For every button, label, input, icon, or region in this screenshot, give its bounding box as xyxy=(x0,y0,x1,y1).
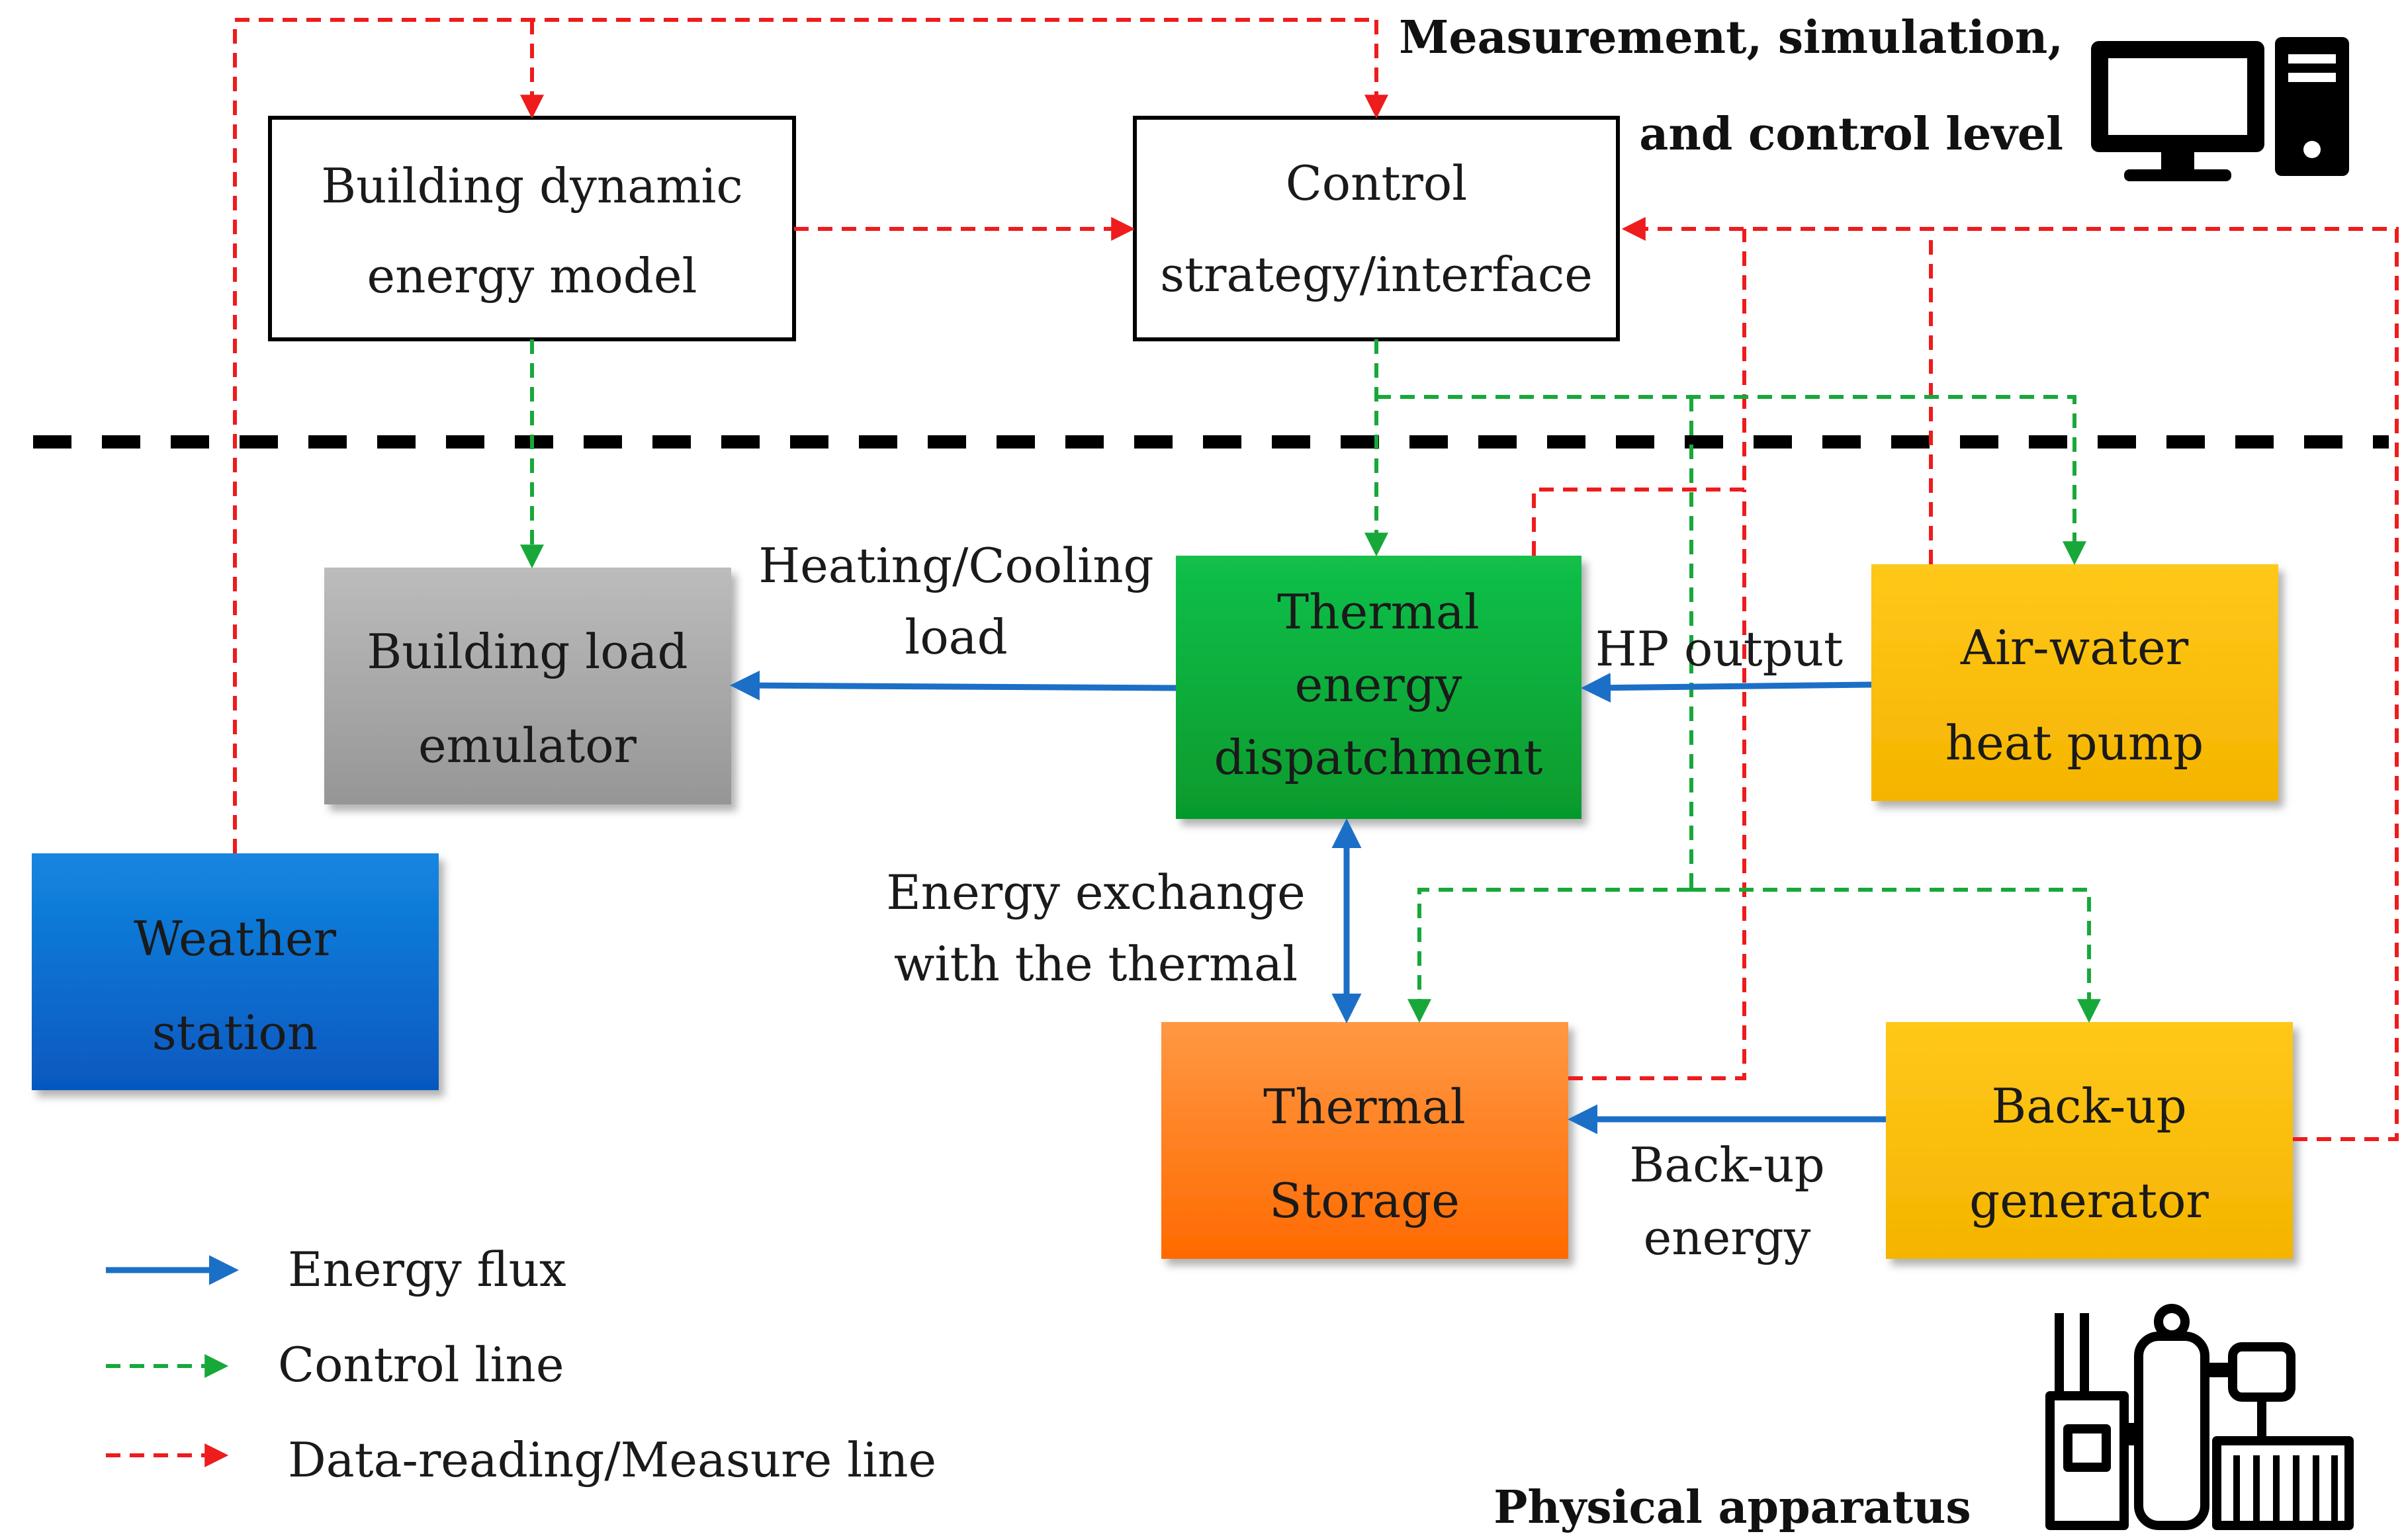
dispatch-box: Thermal energy dispatchment xyxy=(1176,556,1582,819)
building-model-line1: Building dynamic xyxy=(321,158,743,214)
energy-lines xyxy=(730,670,1886,1134)
backup-line2: generator xyxy=(1969,1173,2209,1228)
dispatch-line3: dispatchment xyxy=(1214,730,1543,785)
energy-exchange-label-2: with the thermal xyxy=(894,936,1298,992)
control-to-backup xyxy=(1691,888,2101,1023)
level-heading-line1: Measurement, simulation, xyxy=(1399,11,2063,64)
backup-data-line xyxy=(1621,217,2399,1141)
control-line2: strategy/interface xyxy=(1160,247,1593,302)
heat-pump-line1: Air-water xyxy=(1960,620,2189,675)
storage-data-line xyxy=(1568,490,1746,1080)
backup-energy-label-1: Back-up xyxy=(1629,1137,1824,1193)
control-line1: Control xyxy=(1286,155,1468,211)
heating-cooling-label-1: Heating/Cooling xyxy=(758,538,1153,593)
load-emulator-line2: emulator xyxy=(418,718,637,773)
control-box: Control strategy/interface xyxy=(1133,116,1620,341)
legend-energy-label: Energy flux xyxy=(288,1242,566,1297)
physical-apparatus-heading: Physical apparatus xyxy=(1493,1481,1971,1534)
heat-pump-box: Air-water heat pump xyxy=(1871,564,2278,801)
backup-box: Back-up generator xyxy=(1886,1022,2293,1259)
load-emulator-box: Building load emulator xyxy=(324,568,731,804)
control-bus xyxy=(1376,395,2086,566)
backup-line1: Back-up xyxy=(1991,1078,2186,1134)
hp-output-label: HP output xyxy=(1595,621,1843,677)
computer-icon xyxy=(2091,37,2349,181)
control-to-storage xyxy=(1407,888,1691,1023)
level-heading-line2: and control level xyxy=(1639,108,2063,161)
building-model-box: Building dynamic energy model xyxy=(268,116,796,341)
physical-apparatus-icon xyxy=(2045,1304,2354,1530)
storage-line1: Thermal xyxy=(1263,1079,1466,1134)
storage-line2: Storage xyxy=(1269,1173,1460,1228)
building-model-line2: energy model xyxy=(367,248,697,304)
control-lines xyxy=(520,339,2101,1023)
storage-box: Thermal Storage xyxy=(1161,1022,1568,1259)
legend-control-label: Control line xyxy=(278,1337,564,1392)
energy-exchange-label-1: Energy exchange xyxy=(886,865,1306,920)
dispatch-data-line xyxy=(1532,229,1746,556)
weather-box: Weather station xyxy=(32,853,439,1090)
weather-data-line xyxy=(233,18,1376,853)
load-emulator-line1: Building load xyxy=(367,624,688,679)
heat-pump-line2: heat pump xyxy=(1945,715,2204,771)
heating-cooling-label-2: load xyxy=(905,609,1007,665)
dispatch-to-emulator-flux xyxy=(730,670,1177,701)
backup-energy-label-2: energy xyxy=(1644,1210,1811,1265)
dispatch-line2: energy xyxy=(1295,657,1462,712)
weather-line1: Weather xyxy=(134,911,337,966)
legend-data-label: Data-reading/Measure line xyxy=(288,1432,936,1488)
weather-line2: station xyxy=(152,1005,318,1060)
dispatch-line1: Thermal xyxy=(1277,584,1480,640)
hp-to-dispatch-flux xyxy=(1581,673,1872,703)
legend: Energy flux Control line Data-reading/Me… xyxy=(106,1242,936,1488)
